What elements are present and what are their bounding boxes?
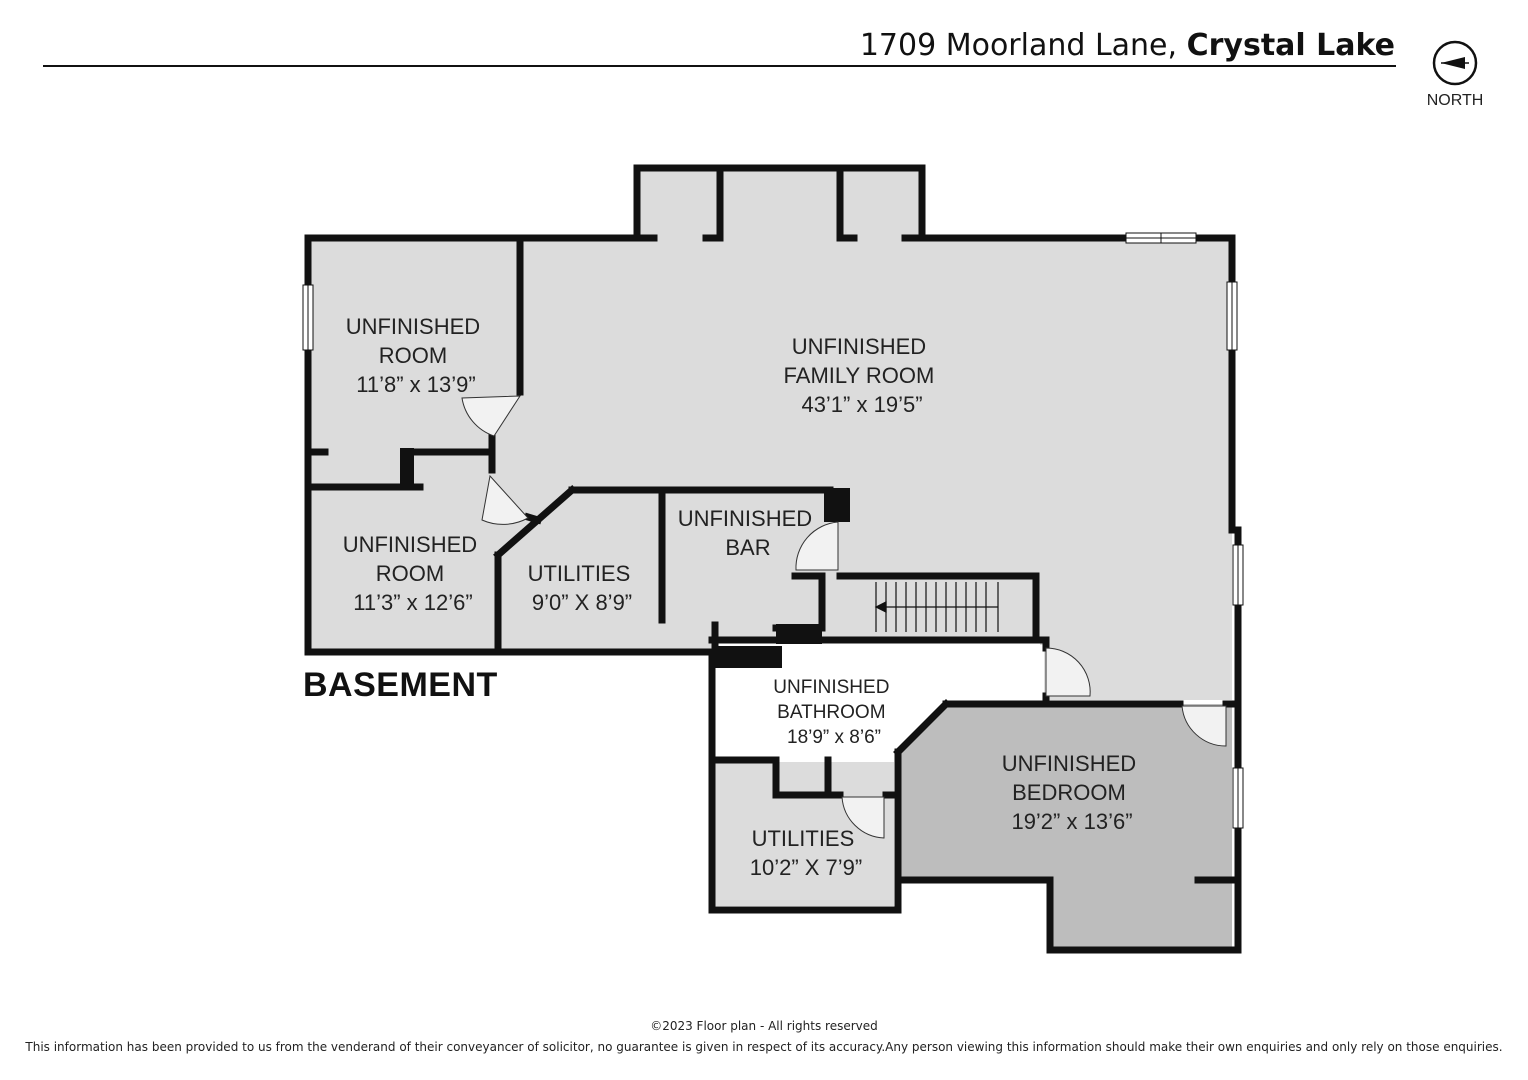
label-line: 9’0” X 8’9” [532,590,632,615]
address-city: Crystal Lake [1186,28,1395,63]
compass-label: NORTH [1426,92,1484,109]
windows [302,232,1244,829]
compass-arrow-icon [1432,40,1478,86]
label-utilities-2: UTILITIES 10’2” X 7’9” [750,826,863,880]
label-line: 19’2” x 13’6” [1011,809,1132,834]
label-unfinished-bedroom: UNFINISHED BEDROOM 19’2” x 13’6” [1002,751,1143,834]
floor-bedroom [900,704,1232,950]
copyright-text: ©2023 Floor plan - All rights reserved [650,1019,878,1033]
label-line: UNFINISHED [346,314,480,339]
label-line: UNFINISHED [1002,751,1136,776]
doors [461,395,1227,839]
label-unfinished-room-1: UNFINISHED ROOM 11’8” x 13’9” [346,314,487,397]
label-line: UTILITIES [752,826,855,851]
label-line: BAR [725,535,770,560]
label-line: 11’3” x 12’6” [353,590,472,615]
room-labels: UNFINISHED ROOM 11’8” x 13’9” UNFINISHED… [343,314,1143,880]
label-line: 10’2” X 7’9” [750,855,863,880]
label-line: 18’9” x 8’6” [787,727,881,748]
label-line: UNFINISHED [343,532,477,557]
door-bedroom [1181,705,1227,747]
label-line: 43’1” x 19’5” [801,392,922,417]
floor-stairs [822,576,1036,636]
floor-utilities-2 [714,762,894,906]
stairs-arrow-icon [874,601,887,613]
label-line: BATHROOM [777,702,885,723]
label-line: UNFINISHED [773,677,889,698]
door-room2 [481,474,529,525]
door-room1 [461,395,521,437]
wall-blocks [400,448,850,668]
label-utilities-1: UTILITIES 9’0” X 8’9” [528,561,637,615]
label-line: BEDROOM [1012,780,1126,805]
door-utilities-2 [841,796,885,839]
label-line: ROOM [379,343,447,368]
header-divider [43,65,1396,67]
label-line: 11’8” x 13’9” [356,372,475,397]
floor-bathroom [712,645,1044,795]
address-street: 1709 Moorland Lane, [859,28,1178,63]
label-unfinished-room-2: UNFINISHED ROOM 11’3” x 12’6” [343,532,484,615]
stairs [874,582,999,632]
label-line: ROOM [376,561,444,586]
floor-fills [308,168,1232,950]
label-line: FAMILY ROOM [784,363,935,388]
label-unfinished-bar: UNFINISHED BAR [678,506,819,560]
disclaimer-text: This information has been provided to us… [25,1040,1503,1054]
label-line: UNFINISHED [792,334,926,359]
door-family-bath [1045,647,1091,697]
label-line: UNFINISHED [678,506,812,531]
floor-name: BASEMENT [303,666,498,704]
label-unfinished-bathroom: UNFINISHED BATHROOM 18’9” x 8’6” [773,677,894,748]
walls [304,164,1242,954]
label-line: UTILITIES [528,561,631,586]
door-bar [795,521,839,571]
address-title: 1709 Moorland Lane, Crystal Lake [860,28,1395,63]
label-unfinished-family-room: UNFINISHED FAMILY ROOM 43’1” x 19’5” [784,334,941,417]
floor-main [308,168,1232,700]
